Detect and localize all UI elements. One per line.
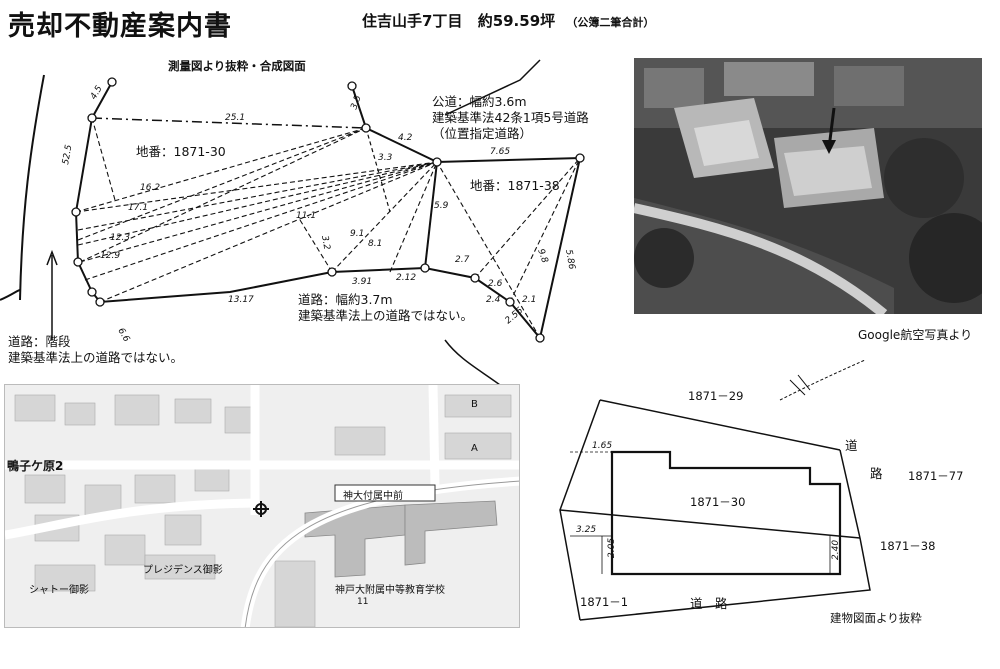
measure-label: 12.3: [110, 233, 130, 243]
public-road-line3: （位置指定道路）: [432, 126, 532, 141]
measure-label: 4.2: [398, 133, 413, 143]
location-text: 住吉山手7丁目: [362, 12, 463, 30]
measure-label: 9.1: [350, 229, 364, 239]
measure-label: 5.86: [563, 249, 576, 271]
public-road-line2: 建築基準法42条1項5号道路: [432, 110, 589, 125]
dimension-label: 2.05: [607, 538, 617, 558]
road-bottom-line1: 道路：幅約3.7m: [298, 292, 393, 307]
measure-label: 2.1: [522, 295, 536, 305]
measure-label: 5.9: [434, 201, 449, 211]
survey-caption: 測量図より抜粋・合成図面: [168, 59, 306, 73]
measure-label: 2.7: [455, 255, 470, 265]
measure-label: 13.17: [228, 295, 254, 305]
dimension-label: 3.25: [576, 525, 596, 535]
road-stairs-line2: 建築基準法上の道路ではない。: [8, 350, 183, 365]
map-district-label: 鴨子ケ原2: [7, 457, 64, 474]
area-text: 約59.59坪: [477, 12, 556, 30]
lot-label: 1871－1: [580, 595, 628, 609]
lot-number-right: 地番：1871-38: [470, 178, 560, 193]
lot-label: 1871－29: [688, 389, 743, 403]
road-bottom-line2: 建築基準法上の道路ではない。: [298, 308, 473, 323]
building-caption: 建物図面より抜粋: [830, 611, 922, 625]
measure-label: 52.5: [61, 144, 74, 166]
measure-label: 16.2: [140, 183, 160, 193]
road-label-char: 道: [845, 438, 858, 453]
lot-label: 1871－77: [908, 469, 963, 483]
property-summary: 住吉山手7丁目 約59.59坪 （公簿二筆合計）: [362, 10, 654, 31]
area-map-image: [5, 385, 519, 627]
measure-label: 6.6: [115, 327, 131, 345]
measure-label: 9.8: [535, 248, 549, 265]
measure-label: 3.3: [378, 153, 393, 163]
measure-label: 8.1: [368, 239, 382, 249]
measure-label: 2.6: [488, 279, 503, 289]
building-drawing: 1871－29 1871－77 1871－30 1871－38 1871－1 道…: [559, 360, 963, 625]
map-label-block: B: [471, 399, 478, 410]
measure-label: 3.2: [319, 235, 331, 251]
road-bottom-label: 道 路: [690, 596, 728, 611]
measure-label: 7.65: [490, 147, 510, 157]
aerial-photo-image: [634, 58, 982, 314]
lot-label: 1871－38: [880, 539, 935, 553]
public-road-line1: 公道：幅約3.6m: [432, 94, 527, 109]
area-map: 鴨子ケ原2 神大付属中前 プレジデンス御影 シャトー御影 神戸大附属中等教育学校…: [4, 384, 520, 628]
map-label-building: シャトー御影: [29, 585, 89, 596]
measure-label: 2.55: [504, 306, 526, 327]
measure-label: 25.1: [225, 113, 245, 123]
map-label-bus-stop: 神大付属中前: [343, 491, 403, 502]
map-label-number: 11: [357, 597, 369, 607]
aerial-photo: [634, 58, 982, 314]
survey-drawing: 25.1 52.5 4.2 7.65 3.3 16.2 17.1 12.3 12…: [0, 59, 589, 385]
measure-label: 3.91: [352, 277, 372, 287]
map-label-school: 神戸大附属中等教育学校: [335, 585, 445, 596]
lot-number-left: 地番：1871-30: [136, 144, 226, 159]
measure-label: 3.5: [349, 94, 363, 111]
document-title: 売却不動産案内書: [8, 11, 232, 42]
photo-caption: Google航空写真より: [858, 328, 973, 342]
measure-label: 2.12: [396, 273, 416, 283]
dimension-label: 1.65: [592, 441, 612, 451]
measure-label: 11.1: [296, 211, 316, 221]
measure-label: 2.4: [486, 295, 501, 305]
area-note: （公簿二筆合計）: [566, 16, 655, 29]
dimension-label: 2.40: [831, 540, 841, 560]
measure-label: 12.9: [100, 251, 120, 261]
road-label-char: 路: [870, 466, 883, 481]
road-stairs-line1: 道路：階段: [8, 334, 71, 349]
map-label-building: プレジデンス御影: [143, 565, 223, 576]
lot-label: 1871－30: [690, 495, 745, 509]
measure-label: 17.1: [128, 203, 148, 213]
map-label-block: A: [471, 443, 478, 454]
